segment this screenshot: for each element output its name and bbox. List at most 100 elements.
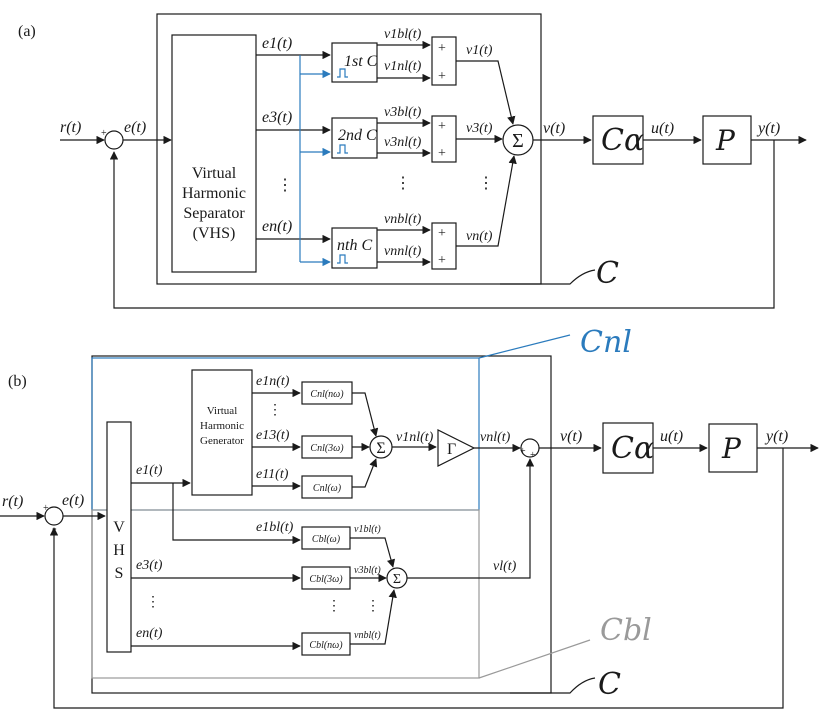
svg-text:Cnl(3ω): Cnl(3ω): [310, 443, 344, 454]
panel-a-controller-label: C: [596, 256, 619, 291]
panel-a-controller-1: 1st C: [331, 42, 378, 83]
panel-b-gamma-block: [437, 429, 476, 467]
panel-a-y-label: y(t): [756, 120, 780, 137]
panel-b-c-alpha-label: Cα: [611, 431, 654, 466]
panel-a-v1: v1(t): [466, 43, 493, 58]
panel-b-c-alpha-block: [602, 422, 654, 474]
svg-text:Cbl(ω): Cbl(ω): [312, 534, 341, 545]
panel-a-controller-box: [156, 13, 542, 285]
svg-text:+: +: [520, 446, 526, 457]
panel-a-adder-3: + +: [431, 115, 457, 163]
panel-b-plant-label: P: [721, 432, 742, 465]
panel-b-e13: e13(t): [256, 428, 290, 443]
svg-text:Σ: Σ: [393, 572, 401, 587]
controller-1-label: 1st C: [344, 53, 378, 70]
panel-a-v-label: v(t): [543, 120, 565, 137]
panel-b-controller-label: C: [598, 667, 621, 702]
svg-text:Cbl(nω): Cbl(nω): [309, 640, 343, 651]
panel-b-vl: vl(t): [493, 559, 517, 574]
panel-a-c-alpha-label: Cα: [601, 123, 644, 158]
panel-a-v3nl: v3nl(t): [384, 135, 422, 150]
panel-a-e3-label: e3(t): [262, 109, 292, 126]
panel-a-v3bl: v3bl(t): [384, 105, 422, 120]
panel-a-controller-2: 2nd C: [331, 117, 378, 159]
panel-a-error-label: e(t): [124, 119, 146, 136]
svg-text:V: V: [113, 519, 125, 536]
svg-text:+: +: [438, 69, 446, 84]
panel-a-error-sum: [104, 130, 124, 150]
panel-b-y-label: y(t): [764, 428, 788, 445]
svg-text:Cbl(3ω): Cbl(3ω): [309, 574, 343, 585]
panel-b-err-dots: ⋮: [146, 595, 160, 610]
svg-text:+: +: [438, 253, 446, 268]
svg-text:Σ: Σ: [376, 440, 385, 457]
svg-text:Harmonic: Harmonic: [200, 420, 244, 432]
svg-text:+: +: [438, 226, 446, 241]
panel-a-dots-2: ⋮: [478, 175, 494, 192]
svg-text:+: +: [438, 41, 446, 56]
panel-b-tag: (b): [8, 373, 27, 390]
panel-a-adder-n: + +: [431, 222, 457, 270]
panel-b-e1-label: e1(t): [136, 463, 163, 478]
panel-a-e1-label: e1(t): [262, 35, 292, 52]
panel-a-vn: vn(t): [466, 229, 493, 244]
panel-a-v1bl: v1bl(t): [384, 27, 422, 42]
panel-b-nonlinear-label: Cnl: [580, 325, 632, 360]
panel-b-e3-label: e3(t): [136, 558, 163, 573]
svg-text:Cnl(ω): Cnl(ω): [313, 483, 342, 494]
vhs-line-4: (VHS): [193, 225, 236, 242]
panel-b-v-label: v(t): [560, 428, 582, 445]
panel-a-controller-pointer: [500, 269, 596, 285]
panel-a-plant-block: [702, 115, 752, 165]
svg-text:S: S: [115, 565, 124, 582]
vhs-line-2: Harmonic: [182, 185, 246, 202]
panel-b-baseline-box: [91, 509, 480, 679]
panel-a-tag: (a): [18, 23, 36, 40]
panel-a-c-alpha-block: [592, 115, 644, 165]
panel-b-controller-pointer: [510, 677, 596, 694]
panel-b-gen-dots: ⋮: [268, 403, 282, 418]
panel-b-baseline-label: Cbl: [600, 613, 652, 648]
panel-a-feedback-path: [109, 140, 775, 309]
panel-b-u-label: u(t): [660, 428, 683, 445]
panel-b-v1nl: v1nl(t): [396, 430, 434, 445]
panel-b-v3bl: v3bl(t): [354, 565, 381, 576]
panel-a-sum-plus: +: [101, 128, 107, 139]
svg-text:Cnl(nω): Cnl(nω): [310, 389, 344, 400]
svg-text:Σ: Σ: [512, 130, 524, 152]
panel-a-vhs-block: [171, 34, 257, 273]
panel-a-v1nl: v1nl(t): [384, 59, 422, 74]
panel-a-reference-label: r(t): [60, 119, 81, 136]
panel-a-errors-dots: ⋮: [277, 177, 293, 194]
panel-b-e1bl: e1bl(t): [256, 520, 294, 535]
panel-a-vnnl: vnnl(t): [384, 244, 422, 259]
panel-a-controller-n: nth C: [331, 227, 378, 269]
svg-text:Generator: Generator: [200, 435, 244, 447]
svg-text:Γ: Γ: [447, 441, 456, 458]
panel-a: (a) r(t) + - e(t) Virtual Harmonic Separ…: [18, 13, 807, 309]
panel-b-e11: e11(t): [256, 467, 289, 482]
panel-b-error-label: e(t): [62, 492, 84, 509]
panel-a-adder-1: + +: [431, 36, 457, 86]
vhs-line-3: Separator: [183, 205, 245, 222]
panel-b-plant-block: [708, 423, 758, 473]
svg-text:+: +: [438, 119, 446, 134]
panel-b-v1bl: v1bl(t): [354, 524, 381, 535]
panel-b: (b) Cnl Cbl r(t) + - e(t) V H S e1(t) Vi…: [0, 325, 819, 709]
svg-text:Virtual: Virtual: [207, 405, 238, 417]
panel-a-en-label: en(t): [262, 218, 292, 235]
panel-b-bl-dots-2: ⋮: [366, 599, 380, 614]
svg-text:+: +: [43, 503, 49, 514]
svg-text:+: +: [438, 146, 446, 161]
panel-b-vhs-block: [106, 421, 132, 653]
panel-b-vnbl: vnbl(t): [354, 630, 381, 641]
panel-a-vnbl: vnbl(t): [384, 212, 422, 227]
svg-text:+: +: [530, 450, 536, 461]
controller-2-label: 2nd C: [338, 127, 377, 144]
vhs-line-1: Virtual: [192, 165, 237, 182]
panel-b-bl-dots-1: ⋮: [327, 599, 341, 614]
panel-b-vhg-block: [191, 369, 253, 496]
panel-a-u-label: u(t): [651, 120, 674, 137]
svg-text:H: H: [113, 542, 125, 559]
